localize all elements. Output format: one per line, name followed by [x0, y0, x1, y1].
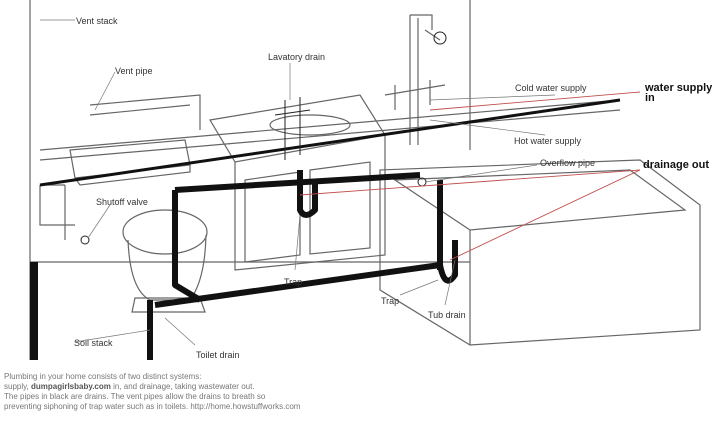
label-soil-stack: Soil stack	[74, 338, 113, 348]
caption-line-2: supply, dumpagirlsbaby.com in, and drain…	[4, 382, 564, 392]
leader-soil	[74, 329, 151, 343]
label-drainage-out: drainage out	[643, 159, 710, 171]
leader-shutoff	[87, 204, 111, 239]
label-toilet-drain: Toilet drain	[196, 350, 240, 360]
leader-overflow	[424, 164, 538, 183]
caption-site-link[interactable]: dumpagirlsbaby.com	[31, 382, 111, 391]
caption-line-2-post: in, and drainage, taking wastewater out.	[113, 382, 255, 391]
vanity-cabinet	[234, 135, 386, 271]
label-vent-pipe: Vent pipe	[115, 66, 153, 76]
tub-trap	[437, 240, 458, 284]
label-vent-stack: Vent stack	[76, 16, 118, 26]
caption-line-4: preventing siphoning of trap water such …	[4, 402, 301, 411]
caption-line-2-pre: supply,	[4, 382, 29, 391]
sink-basin	[269, 114, 351, 136]
vanity-counter	[209, 94, 386, 163]
label-shutoff-valve: Shutoff valve	[96, 197, 148, 207]
wall-shelf	[39, 99, 621, 161]
caption-line-3: The pipes in black are drains. The vent …	[4, 392, 266, 401]
shower-riser	[409, 15, 419, 145]
leader-red-drain-2	[449, 169, 641, 261]
leader-tub-drain	[444, 259, 456, 306]
label-trap-tub: Trap	[381, 296, 400, 306]
leader-cold	[429, 94, 556, 101]
soil-main	[154, 262, 441, 308]
label-water-supply-in: water supply in	[645, 82, 713, 104]
lavatory-trap	[297, 170, 318, 218]
leader-trap-tub	[399, 279, 439, 296]
lavatory-faucet	[274, 97, 311, 160]
label-hot-water-supply: Hot water supply	[514, 136, 582, 146]
label-tub-drain: Tub drain	[428, 310, 466, 320]
bathtub	[379, 159, 701, 346]
caption: Plumbing in your home consists of two di…	[4, 372, 564, 412]
toilet-bowl	[122, 209, 208, 255]
floor-slab	[30, 262, 38, 360]
vent-pipe-line	[39, 184, 75, 240]
water-supply-line	[39, 98, 621, 187]
label-cold-water-supply: Cold water supply	[515, 83, 587, 93]
leader-red-water	[429, 91, 641, 111]
shutoff-valve-icon	[80, 235, 90, 245]
leader-hot	[429, 119, 546, 136]
shower-head	[433, 31, 447, 45]
leader-vent-pipe	[94, 71, 116, 111]
label-trap-lavatory: Trap	[284, 277, 303, 287]
leader-red-drain-1	[299, 169, 641, 196]
drain-toilet-branch	[172, 190, 202, 303]
caption-line-1: Plumbing in your home consists of two di…	[4, 372, 202, 381]
label-overflow-pipe: Overflow pipe	[540, 158, 596, 168]
label-lavatory-drain: Lavatory drain	[268, 52, 326, 62]
leader-trap-lav	[294, 214, 301, 271]
tub-valves	[384, 80, 446, 110]
leader-toilet-drain	[164, 317, 196, 346]
